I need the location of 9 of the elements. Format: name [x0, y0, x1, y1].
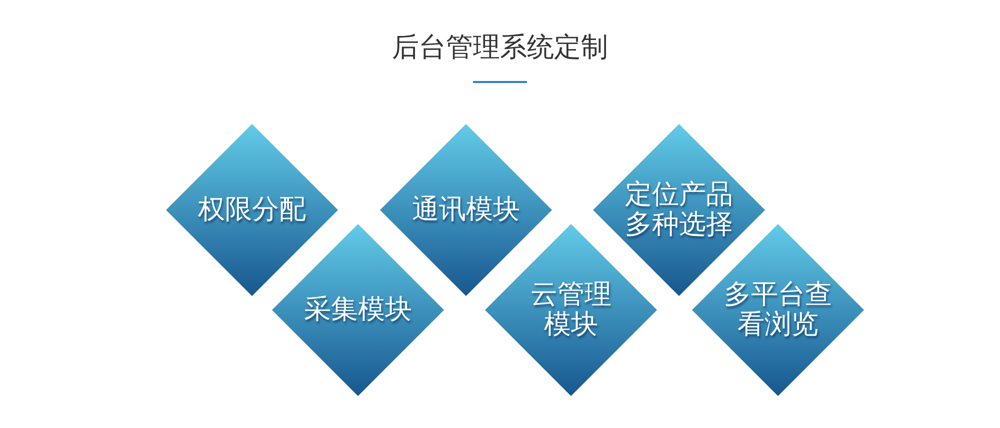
tile-label: 权限分配 — [197, 195, 307, 225]
diamond-tile — [272, 224, 444, 396]
tile-label: 采集模块 — [303, 295, 413, 325]
tile-label: 云管理模块 — [530, 280, 612, 340]
diamond-tile — [166, 124, 338, 296]
tile-label: 定位产品多种选择 — [624, 180, 734, 240]
tile-label: 多平台查看浏览 — [723, 280, 833, 340]
title: 后台管理系统定制 — [392, 31, 608, 65]
tile-label: 通讯模块 — [411, 195, 521, 225]
